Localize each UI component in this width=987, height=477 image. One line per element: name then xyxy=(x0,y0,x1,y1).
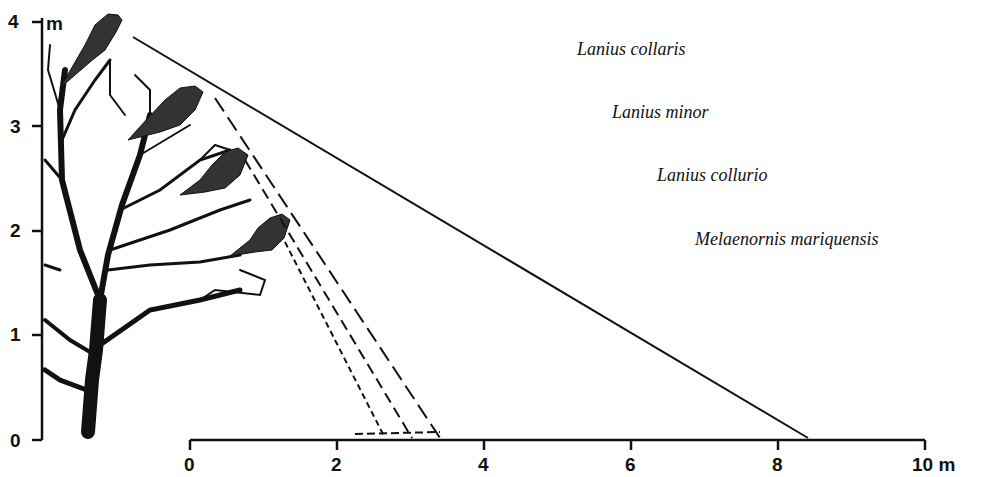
tree xyxy=(45,45,265,432)
axis-number: 0 xyxy=(184,455,195,474)
species-name: Melaenornis mariquensis xyxy=(695,230,879,248)
axis-number: 0 xyxy=(10,431,21,450)
species-name: Lanius collurio xyxy=(657,166,768,184)
axis-number: 1 xyxy=(10,325,21,344)
axis-number: 3 xyxy=(10,117,21,136)
axis-number: 8 xyxy=(772,455,783,474)
axis-number: 2 xyxy=(10,221,21,240)
axes xyxy=(32,18,925,450)
axis-number: 6 xyxy=(625,455,636,474)
axis-number: 10 m xyxy=(912,455,955,474)
axis-number: 2 xyxy=(331,455,342,474)
birds xyxy=(60,14,290,256)
axis-unit: m xyxy=(46,14,63,33)
species-name: Lanius minor xyxy=(612,103,709,121)
axis-number: 4 xyxy=(8,12,19,31)
species-name: Lanius collaris xyxy=(577,40,686,58)
axis-number: 4 xyxy=(478,455,489,474)
